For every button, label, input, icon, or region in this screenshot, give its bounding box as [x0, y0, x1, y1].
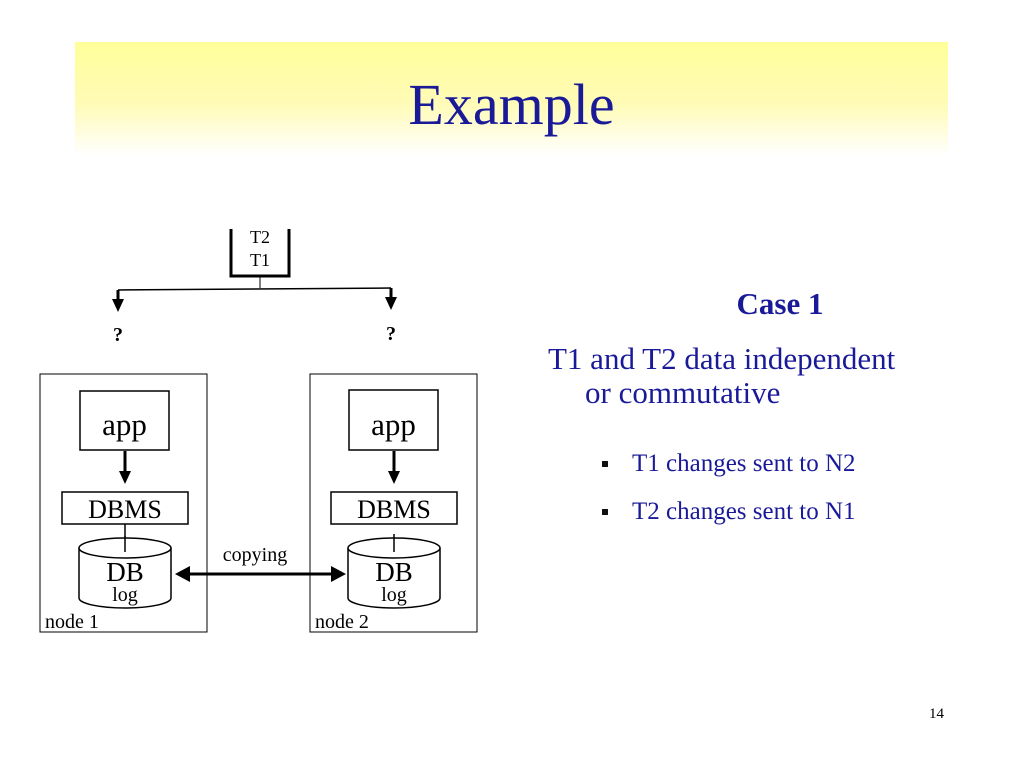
node-2-log-label: log [381, 584, 407, 606]
node-1-dbms-label: DBMS [88, 495, 162, 524]
copying-arrow: copying [175, 544, 346, 582]
node-2-dbms-box [330, 491, 458, 525]
node-2-app-label: app [371, 407, 416, 442]
case-description-line-2: or commutative [585, 375, 781, 410]
node-1-app-box [79, 390, 170, 451]
node-2-app-box [348, 389, 439, 451]
bullet-marker-2 [602, 509, 608, 515]
node-1-db-label: DB [106, 557, 144, 587]
bullet-marker-1 [602, 461, 608, 467]
copying-label: copying [223, 544, 287, 566]
node-2-db-label: DB [375, 557, 413, 587]
case-description: T1 and T2 data independent or commutativ… [548, 342, 1008, 410]
node-1-log-label: log [112, 584, 138, 606]
node-1-app-label: app [102, 407, 147, 442]
node-1-label: node 1 [45, 611, 99, 633]
right-question-mark: ? [386, 323, 396, 345]
case-title: Case 1 [736, 286, 824, 321]
title-band [75, 42, 948, 156]
right-down-arrow [385, 297, 397, 310]
node-1: app DBMS DB log node 1 [39, 373, 208, 633]
left-down-arrow [112, 299, 124, 312]
distribution-lines: ? ? [112, 276, 397, 346]
queue-item-t1: T1 [250, 250, 270, 270]
page-number: 14 [929, 706, 944, 722]
node-2-label: node 2 [315, 611, 369, 633]
case-description-line-1: T1 and T2 data independent [548, 341, 896, 376]
transaction-queue: T2 T1 [229, 227, 291, 278]
bullet-item-1: T1 changes sent to N2 [632, 450, 856, 477]
queue-item-t2: T2 [250, 227, 270, 247]
bullet-item-2: T2 changes sent to N1 [632, 498, 856, 525]
node-2-dbms-label: DBMS [357, 495, 431, 524]
node-1-dbms-box [61, 491, 189, 525]
node-2: app DBMS DB log node 2 [309, 373, 478, 633]
left-question-mark: ? [113, 324, 123, 346]
slide-title: Example [408, 72, 615, 137]
